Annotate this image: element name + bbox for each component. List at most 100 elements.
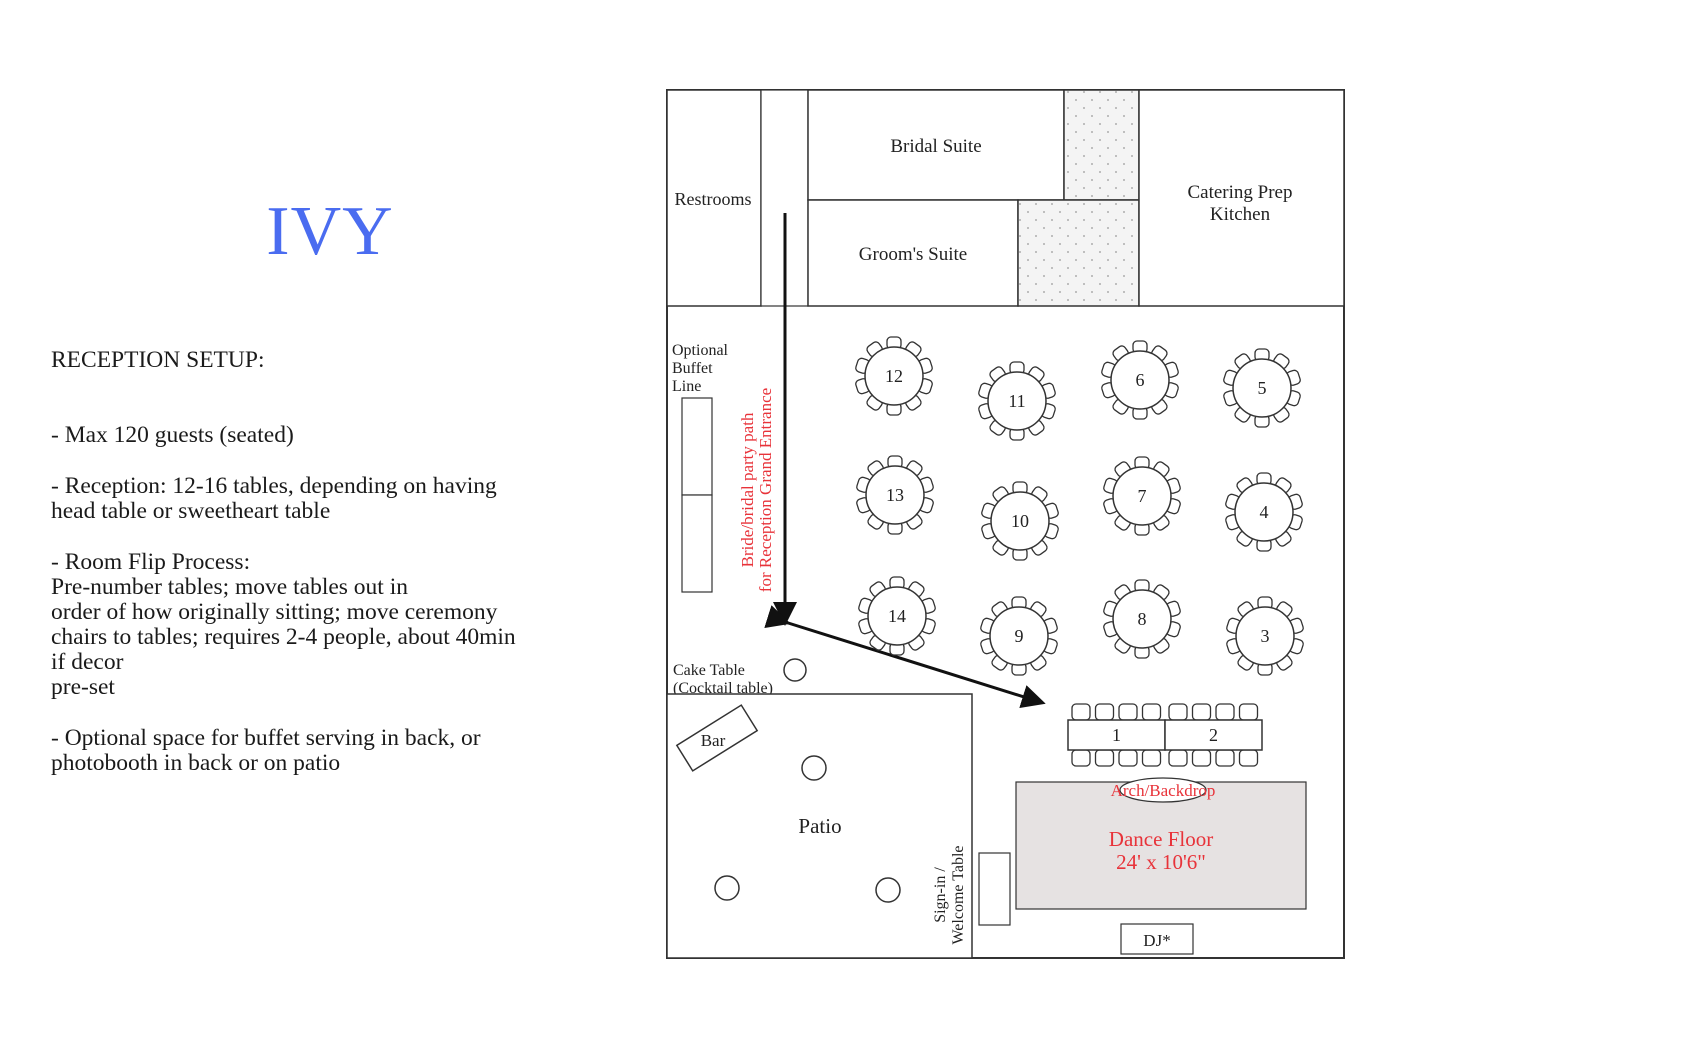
table-number: 5 — [1258, 378, 1267, 398]
restrooms-room — [666, 89, 762, 307]
round-table-10: 10 — [981, 481, 1059, 561]
chair — [1215, 703, 1235, 721]
table-number: 3 — [1261, 626, 1270, 646]
round-table-9: 9 — [980, 596, 1058, 676]
table-top — [1112, 589, 1172, 649]
head-table-1: 1 — [1067, 703, 1166, 767]
chair — [1238, 703, 1259, 721]
head-table-2: 2 — [1164, 703, 1263, 767]
dotted-storage-area-lower — [1017, 199, 1140, 307]
chair — [1215, 749, 1235, 767]
round-table-11: 11 — [978, 361, 1056, 441]
table-number: 2 — [1209, 725, 1218, 745]
table-top — [990, 491, 1050, 551]
table-number: 6 — [1136, 370, 1145, 390]
chair — [1118, 749, 1138, 767]
round-tables: 3 4 5 6 7 8 9 10 11 12 13 14 — [855, 336, 1304, 676]
signin-label-line1: Sign-in / — [932, 867, 949, 923]
notes-heading: RECEPTION SETUP: — [51, 347, 265, 373]
chair — [1141, 703, 1162, 721]
chair — [1094, 749, 1115, 767]
table-top — [1235, 606, 1295, 666]
chair — [1191, 749, 1212, 767]
round-table-14: 14 — [858, 576, 936, 656]
round-table-6: 6 — [1101, 340, 1179, 420]
cake-table-label-line1: Cake Table — [673, 662, 745, 679]
buffet-table-lower — [681, 494, 713, 593]
table-top — [867, 586, 927, 646]
table-number: 9 — [1015, 626, 1024, 646]
table-number: 10 — [1011, 511, 1029, 531]
note-room-flip: - Room Flip Process: Pre-number tables; … — [51, 549, 516, 700]
dj-booth — [1120, 923, 1194, 955]
patio-cocktail-table-3 — [875, 877, 901, 903]
catering-kitchen-label-line1: Catering Prep — [1187, 182, 1292, 203]
chair — [1118, 703, 1138, 721]
catering-kitchen-label-line2: Kitchen — [1210, 204, 1271, 225]
note-max-guests: - Max 120 guests (seated) — [51, 422, 294, 448]
round-table-3: 3 — [1226, 596, 1304, 676]
note-table-count: - Reception: 12-16 tables, depending on … — [51, 473, 497, 524]
chair — [1168, 703, 1188, 721]
round-table-4: 4 — [1225, 472, 1303, 552]
bridal-path-label-line1: Bride/bridal party path — [738, 412, 757, 567]
round-table-8: 8 — [1103, 579, 1181, 659]
cake-table — [783, 658, 807, 682]
dance-floor-label-line1: Dance Floor — [1109, 827, 1213, 851]
note-optional-space: - Optional space for buffet serving in b… — [51, 725, 481, 776]
chair — [1168, 749, 1188, 767]
table-number: 4 — [1260, 502, 1269, 522]
grooms-suite-room — [807, 199, 1019, 307]
table-top — [864, 346, 924, 406]
signin-table — [978, 852, 1011, 926]
dance-floor-label-line2: 24' x 10'6" — [1116, 850, 1206, 874]
table-top — [1234, 482, 1294, 542]
table-number: 13 — [886, 485, 904, 505]
patio-cocktail-table-2 — [714, 875, 740, 901]
chair — [1238, 749, 1259, 767]
bridal-path-arrow-diagonal — [764, 605, 1046, 709]
signin-label-line2: Welcome Table — [950, 845, 967, 944]
reception-notes: RECEPTION SETUP: - Max 120 guests (seate… — [51, 348, 591, 802]
bridal-path-label-line2: for Reception Grand Entrance — [756, 388, 775, 592]
table-number: 14 — [888, 606, 906, 626]
buffet-line-label-3: Line — [672, 378, 701, 395]
bridal-suite-label: Bridal Suite — [890, 136, 981, 157]
dj-label: DJ* — [1143, 931, 1170, 950]
arch-backdrop-label: Arch/Backdrop — [1111, 781, 1216, 800]
table-number: 12 — [885, 366, 903, 386]
chair — [1071, 703, 1091, 721]
table-top — [989, 606, 1049, 666]
chair — [1094, 703, 1115, 721]
catering-kitchen-room — [1138, 89, 1345, 307]
table-number: 8 — [1138, 609, 1147, 629]
patio-cocktail-table-1 — [801, 755, 827, 781]
arch-backdrop — [1119, 777, 1207, 803]
bar-label: Bar — [701, 731, 726, 750]
table-number: 1 — [1112, 725, 1121, 745]
table-top — [1164, 719, 1263, 751]
table-number: 11 — [1008, 391, 1025, 411]
patio-label: Patio — [798, 814, 841, 838]
chair — [1191, 703, 1212, 721]
table-top — [865, 465, 925, 525]
table-top — [1110, 350, 1170, 410]
round-table-7: 7 — [1103, 456, 1181, 536]
bar-counter — [675, 704, 759, 772]
round-table-13: 13 — [856, 455, 934, 535]
table-number: 7 — [1138, 486, 1147, 506]
buffet-table-upper — [681, 397, 713, 496]
table-top — [1232, 358, 1292, 418]
table-top — [987, 371, 1047, 431]
grooms-suite-label: Groom's Suite — [859, 244, 967, 265]
buffet-line-label-2: Buffet — [672, 360, 713, 377]
round-table-5: 5 — [1223, 348, 1301, 428]
table-top — [1112, 466, 1172, 526]
page-title: IVY — [266, 193, 394, 270]
chair — [1141, 749, 1162, 767]
restrooms-label: Restrooms — [674, 189, 751, 209]
dotted-storage-area-upper — [1063, 89, 1140, 201]
dance-floor — [1015, 781, 1307, 910]
